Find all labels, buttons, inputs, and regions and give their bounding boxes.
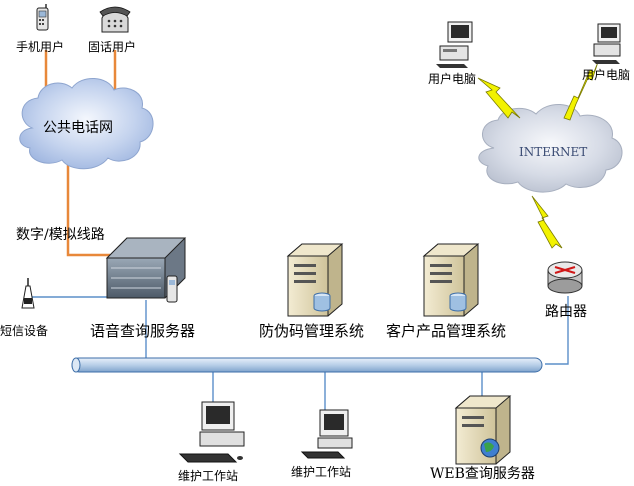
mobile-user-label: 手机用户 — [16, 40, 65, 54]
lan-lines — [30, 296, 569, 420]
user-pc-right-label: 用户电脑 — [582, 68, 631, 82]
product-system-label: 客户产品管理系统 — [386, 322, 507, 340]
pstn-label: 公共电话网 — [43, 120, 113, 136]
sms-antenna-icon — [21, 278, 35, 309]
lightning-bolts — [477, 61, 599, 249]
network-bus — [71, 357, 543, 373]
maintenance-station-2-label: 维护工作站 — [291, 465, 352, 479]
anti-counterfeit-system-label: 防伪码管理系统 — [259, 322, 365, 340]
internet-label: INTERNET — [519, 145, 588, 159]
workstation-1-icon — [178, 401, 245, 463]
landline-user-label: 固话用户 — [88, 40, 137, 54]
internet-cloud — [478, 104, 623, 193]
lightning-router — [531, 195, 563, 249]
landline-phone-icon — [99, 6, 131, 33]
voice-server-label: 语音查询服务器 — [90, 322, 196, 340]
web-server-label: WEB查询服务器 — [430, 466, 535, 482]
voice-server-icon — [105, 237, 187, 303]
maintenance-station-1-label: 维护工作站 — [178, 469, 239, 483]
anti-counterfeit-server-icon — [286, 243, 344, 317]
router-icon — [547, 261, 583, 294]
sms-device-label: 短信设备 — [0, 324, 49, 338]
workstation-2-icon — [300, 409, 353, 459]
user-pc-left-icon — [436, 21, 473, 68]
product-server-icon — [422, 243, 480, 317]
mobile-phone-icon — [36, 4, 49, 31]
router-label: 路由器 — [545, 304, 587, 320]
web-server-icon — [454, 395, 512, 465]
lightning-right — [563, 61, 599, 121]
digital-analog-line-label: 数字/模拟线路 — [16, 227, 105, 243]
user-pc-right-icon — [592, 23, 621, 64]
lightning-left — [477, 77, 521, 119]
user-pc-left-label: 用户电脑 — [428, 72, 477, 86]
pstn-cloud — [19, 78, 154, 170]
